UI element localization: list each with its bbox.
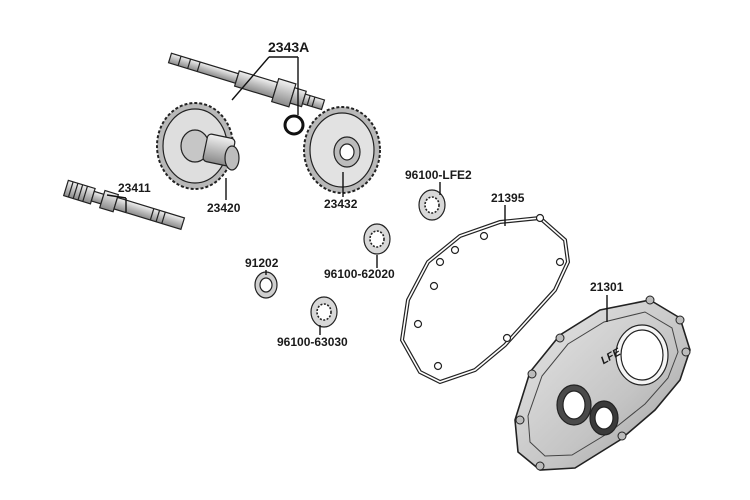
seal-91202 [254,271,278,299]
label-96100-63030: 96100-63030 [277,335,348,349]
label-96100-lfe2: 96100-LFE2 [405,168,472,182]
bearing-96100-lfe2 [418,189,446,221]
drive-shaft-23411 [62,179,186,231]
gasket-21395 [399,213,571,385]
label-23420: 23420 [207,201,241,215]
bearing-96100-62020 [363,223,391,255]
gear-23432 [303,106,381,194]
transmission-cover-21301: LFE [514,295,691,471]
leader-lines [106,56,608,335]
label-21301: 21301 [590,280,624,294]
gear-23420 [156,102,240,190]
circlip-2343a [283,114,305,136]
part-labels: 2343A 23420 23432 23411 96100-LFE2 21395… [118,39,624,349]
label-23411: 23411 [118,181,151,195]
label-23432: 23432 [324,197,358,211]
label-2343a: 2343A [268,39,309,55]
bearing-96100-63030 [310,296,338,328]
output-shaft-2343a [167,52,326,111]
label-91202: 91202 [245,256,279,270]
label-96100-62020: 96100-62020 [324,267,395,281]
label-21395: 21395 [491,191,525,205]
